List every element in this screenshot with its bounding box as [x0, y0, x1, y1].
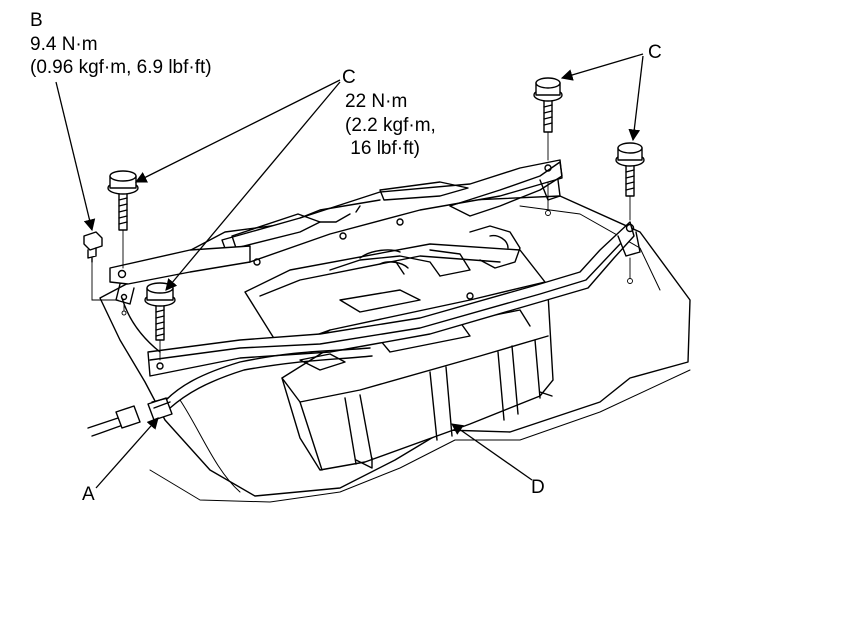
callout-c-right-letter: C [648, 42, 662, 63]
callout-c-left-letter: C [342, 67, 356, 88]
leader-c-left-1 [134, 79, 341, 183]
callout-b-letter: B [30, 10, 43, 31]
callout-b-torque-nm: 9.4 N·m [30, 34, 98, 55]
flange-bolt-icon [615, 142, 645, 197]
front-frame [147, 221, 641, 377]
rear-bar [221, 159, 563, 266]
alignment-lines [91, 131, 633, 361]
callout-a-letter: A [82, 484, 95, 505]
callout-c-torque-nm: 22 N·m [345, 91, 408, 112]
leader-a [95, 417, 159, 489]
leader-arrows [55, 53, 644, 489]
flange-bolt-icon [107, 170, 139, 231]
callout-b-torque-alt: (0.96 kgf·m, 6.9 lbf·ft) [30, 57, 212, 78]
callout-c-torque-alt-1: (2.2 kgf·m, [345, 115, 436, 136]
callout-c-torque-alt-2: 16 lbf·ft) [345, 138, 420, 159]
callout-d-letter: D [531, 477, 545, 498]
leader-c-right-1 [560, 53, 644, 81]
connector-icon [115, 397, 173, 429]
leader-c-right-2 [628, 55, 644, 142]
leader-b [55, 81, 96, 232]
right-bar [449, 161, 563, 217]
leader-d [451, 423, 533, 481]
small-bolt-icon [83, 231, 103, 263]
left-bracket [109, 245, 251, 305]
flange-bolt-icon [533, 77, 563, 133]
leader-c-left-2 [165, 81, 341, 291]
flange-bolt-icon [144, 282, 176, 341]
